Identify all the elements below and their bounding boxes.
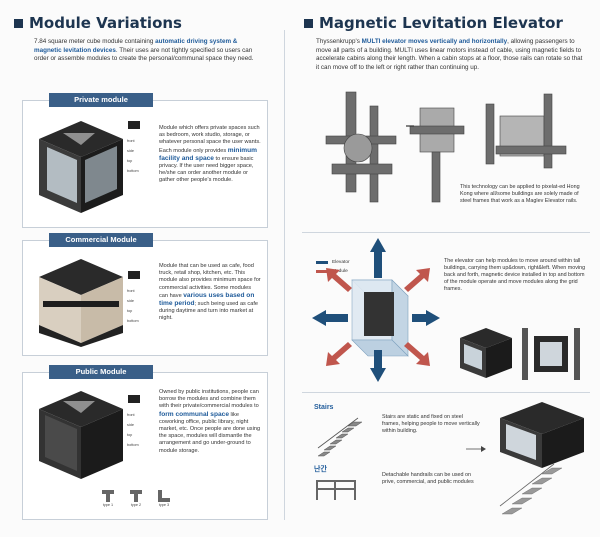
stairs-note: Stairs are static and fixed on steel fra… (382, 414, 480, 434)
public-module-cube-image (39, 391, 123, 479)
right-arrow-icon (466, 446, 486, 452)
module-variations-title: Module Variations (14, 14, 182, 32)
commercial-parts-list: front side top bottom (127, 267, 151, 323)
t-shape-icon (102, 490, 114, 502)
maglev-machinery-illustration (325, 91, 567, 203)
maglev-intro-lead: Thyssenkrupp's (316, 38, 362, 45)
module-intro-highlight: automatic driving system & magnetic levi… (34, 38, 238, 54)
private-module-label: Private module (49, 93, 153, 107)
public-module-panel: Public Module front side top bottom type… (22, 365, 268, 520)
private-module-description: Module which offers private spaces such … (159, 125, 261, 185)
elevator-rails-illustration (522, 328, 580, 380)
maglev-intro: Thyssenkrupp's MULTI elevator moves vert… (316, 38, 584, 72)
title-square-icon (304, 18, 313, 28)
public-part-top: top (127, 433, 133, 437)
stairs-heading: Stairs (314, 404, 334, 411)
handrail-heading: 난간 (314, 466, 327, 473)
commercial-module-description: Module that can be used as cafe, food tr… (159, 263, 261, 323)
t-shape-icon (130, 490, 142, 502)
legend-elevator-label: Elevator (332, 260, 350, 265)
right-divider-1 (302, 232, 590, 233)
commercial-part-front: front (127, 289, 135, 293)
commercial-part-side: side (127, 299, 134, 303)
maglev-title-text: Magnetic Levitation Elevator (319, 14, 563, 32)
commercial-module-cube-image (39, 259, 123, 347)
movement-note: The elevator can help modules to move ar… (444, 258, 586, 292)
commercial-top-icon (128, 271, 140, 279)
public-type-2-label: type 2 (130, 503, 142, 507)
legend-elevator: Elevator (316, 260, 350, 265)
handrail-note: Detachable handrails can be used on priv… (382, 472, 474, 485)
module-intro-lead: 7.84 square meter cube module containing (34, 38, 156, 45)
legend-elevator-swatch (316, 261, 328, 264)
commercial-desc-a: Module that can be used as cafe, food tr… (159, 263, 261, 299)
public-part-side: side (127, 423, 134, 427)
maglev-title: Magnetic Levitation Elevator (304, 14, 563, 32)
column-divider (284, 30, 285, 520)
private-part-bottom: bottom (127, 169, 139, 173)
commercial-part-bottom: bottom (127, 319, 139, 323)
public-part-front: front (127, 413, 135, 417)
module-intro: 7.84 square meter cube module containing… (34, 38, 262, 64)
l-shape-icon (158, 490, 170, 502)
commercial-module-label: Commercial Module (49, 233, 153, 247)
commercial-part-top: top (127, 309, 133, 313)
private-top-icon (128, 121, 140, 129)
private-desc-highlight: minimum facility and space (159, 146, 258, 162)
maglev-intro-tail: , allowing passengers to move all parts … (316, 38, 583, 71)
public-parts-list: front side top bottom (127, 391, 151, 447)
module-intro-tail: . Their uses are not tightly specified s… (34, 46, 254, 63)
legend-module-swatch (316, 270, 328, 273)
private-desc-b: to ensure basic privacy. If the user nee… (159, 155, 254, 184)
public-type-1-label: type 1 (102, 503, 114, 507)
public-desc-a: Owned by public institutions, people can… (159, 389, 259, 410)
public-top-icon (128, 395, 140, 403)
public-types-row: type 1 type 2 type 3 (101, 489, 171, 507)
private-part-top: top (127, 159, 133, 163)
private-parts-list: front side top bottom (127, 117, 151, 173)
public-part-bottom: bottom (127, 443, 139, 447)
commercial-desc-b: ; such being used as cafe during daytime… (159, 301, 258, 322)
movement-legend: Elevator Module (316, 260, 350, 274)
public-type-2: type 2 (129, 489, 143, 507)
module-cabin-illustration (460, 328, 512, 378)
public-type-3: type 3 (157, 489, 171, 507)
private-module-cube-image (39, 121, 123, 213)
module-with-stairs-illustration (499, 402, 584, 515)
public-desc-highlight: form communal space (159, 410, 229, 418)
elevator-note: This technology can be applied to pixela… (460, 184, 580, 204)
public-desc-b: like coworking office, public library, n… (159, 411, 261, 454)
public-module-description: Owned by public institutions, people can… (159, 389, 261, 455)
private-part-front: front (127, 139, 135, 143)
public-type-3-label: type 3 (158, 503, 170, 507)
public-module-label: Public Module (49, 365, 153, 379)
private-desc-a: Module which offers private spaces such … (159, 125, 261, 154)
commercial-desc-highlight: various uses based on time period (159, 291, 255, 308)
public-type-1: type 1 (101, 489, 115, 507)
title-square-icon (14, 18, 23, 28)
commercial-module-panel: Commercial Module front side top bottom … (22, 233, 268, 356)
movement-arrows-diagram (312, 238, 440, 382)
stairs-icon (317, 417, 363, 457)
handrail-icon (316, 480, 356, 500)
legend-module-label: Module (332, 269, 348, 274)
right-divider-2 (302, 392, 590, 393)
private-part-side: side (127, 149, 134, 153)
module-variations-title-text: Module Variations (29, 14, 182, 32)
private-module-panel: Private module front side top bottom Mod… (22, 93, 268, 228)
legend-module: Module (316, 269, 350, 274)
maglev-intro-highlight: MULTI elevator moves vertically and hori… (361, 38, 508, 45)
